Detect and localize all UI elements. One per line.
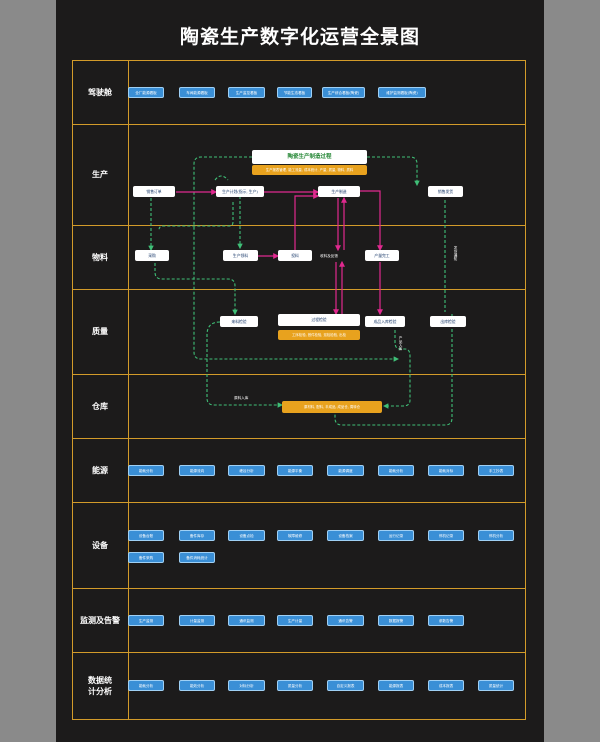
stats-item[interactable]: 自定义报表 (327, 680, 364, 691)
node-outgoing-inspection[interactable]: 出库检验 (430, 316, 466, 327)
section-frame (72, 60, 526, 720)
monitor-item[interactable]: 生产计量 (277, 615, 313, 626)
row-divider (72, 289, 526, 290)
row-label-warehouse: 仓库 (92, 401, 108, 411)
flow-connector (206, 321, 284, 408)
process-detail: 生产报表管理, 能工流量, 成本统计, 产量, 质量, 物料, 质料 (252, 165, 367, 175)
note-ship-notice: 发货通知 (454, 246, 458, 261)
equipment-item[interactable]: 故障维修 (277, 530, 313, 541)
cockpit-item[interactable]: 维护监测看板(陶瓷) (378, 87, 426, 98)
flow-connector (214, 175, 229, 181)
left-margin-bar (0, 0, 56, 742)
equipment-item[interactable]: 停机分析 (478, 530, 514, 541)
node-finished-output[interactable]: 产量完工 (365, 250, 399, 261)
energy-item[interactable]: 能耗对标 (428, 465, 464, 476)
note-raw-inbound: 原料入库 (234, 396, 249, 400)
page-title: 陶瓷生产数字化运营全景图 (179, 26, 420, 48)
equipment-item[interactable]: 运行记录 (378, 530, 414, 541)
monitor-item[interactable]: 生产监测 (128, 615, 164, 626)
row-label-statistics: 数据统计分析 (88, 676, 112, 696)
warehouse-operations[interactable]: 原材料, 配料, 半成品, 成品仓, 周转仓 (282, 401, 382, 413)
equipment-item[interactable]: 备件消耗统计 (179, 552, 215, 563)
monitor-item[interactable]: 数据报警 (378, 615, 414, 626)
cockpit-item[interactable]: 生产监控看板 (228, 87, 265, 98)
right-margin-bar (544, 0, 600, 742)
process-title: 陶瓷生产制造过程 (252, 150, 367, 164)
label-column-divider (128, 60, 129, 720)
monitor-item[interactable]: 参数告警 (428, 615, 464, 626)
stats-item[interactable]: 质量分析 (277, 680, 313, 691)
equipment-item[interactable]: 备件采购 (128, 552, 164, 563)
cockpit-item[interactable]: 全厂能源看板 (128, 87, 164, 98)
energy-item[interactable]: 能源流向 (179, 465, 215, 476)
node-purchase[interactable]: 采购 (135, 250, 169, 261)
flow-connector (158, 202, 234, 231)
row-label-quality: 质量 (92, 327, 108, 336)
stats-item[interactable]: 成本报表 (428, 680, 464, 691)
flow-connector (334, 314, 453, 426)
node-process-inspection[interactable]: 过程检验 (278, 314, 360, 326)
energy-item[interactable]: 能耗分析 (378, 465, 414, 476)
node-finished-inspection[interactable]: 成品入库检验 (365, 316, 405, 327)
flow-connector (367, 156, 420, 187)
monitor-item[interactable]: 计量监测 (179, 615, 215, 626)
cockpit-item[interactable]: 节能生态看板 (277, 87, 312, 98)
node-manufacturing[interactable]: 生产制造 (318, 186, 360, 197)
row-label-material: 物料 (92, 252, 108, 262)
row-divider (72, 502, 526, 503)
node-sales-shipment[interactable]: 销售发货 (428, 186, 463, 197)
energy-item[interactable]: 手工抄表 (478, 465, 514, 476)
equipment-item[interactable]: 停机记录 (428, 530, 464, 541)
row-divider (72, 652, 526, 653)
stats-item[interactable]: 能效分析 (179, 680, 215, 691)
equipment-item[interactable]: 设备档案 (327, 530, 364, 541)
cockpit-item[interactable]: 生产综合看板(陶瓷) (322, 87, 365, 98)
process-inspection-detail: 工序检验, 首件检验, 巡检检验, 出检 (278, 330, 360, 340)
stats-item[interactable]: 对标分析 (228, 680, 265, 691)
row-label-monitoring: 监测及告警 (80, 615, 120, 625)
monitor-item[interactable]: 通讯告警 (327, 615, 364, 626)
stats-item[interactable]: 能耗分析 (128, 680, 164, 691)
row-divider (72, 225, 526, 226)
node-incoming-inspection[interactable]: 来料检验 (220, 316, 258, 327)
equipment-item[interactable]: 备件库存 (179, 530, 215, 541)
node-material-issue[interactable]: 生产领料 (223, 250, 258, 261)
row-label-equipment: 设备 (92, 540, 108, 550)
row-label-production: 生产 (92, 170, 108, 179)
energy-item[interactable]: 能源平衡 (277, 465, 313, 476)
energy-item[interactable]: 峰谷分析 (228, 465, 265, 476)
energy-item[interactable]: 能耗分析 (128, 465, 164, 476)
note-receive-feedback: 收料及反馈 (320, 254, 338, 258)
node-sales-order[interactable]: 销售订单 (133, 186, 175, 197)
note-product-inbound: 产品入库 (399, 336, 403, 351)
node-production-plan[interactable]: 生产计划(指示, 生产) (216, 186, 264, 197)
cockpit-item[interactable]: 车间能源看板 (179, 87, 215, 98)
monitor-item[interactable]: 通讯监测 (228, 615, 265, 626)
row-label-energy: 能源 (92, 465, 108, 475)
row-divider (72, 588, 526, 589)
equipment-item[interactable]: 设备台账 (128, 530, 164, 541)
stats-item[interactable]: 质量统计 (478, 680, 514, 691)
flow-connector (154, 263, 238, 316)
node-feeding[interactable]: 投料 (278, 250, 312, 261)
flow-arrow (294, 193, 320, 250)
row-divider (72, 124, 526, 125)
flow-arrow (360, 190, 383, 252)
row-divider (72, 438, 526, 439)
row-label-cockpit: 驾驶舱 (88, 87, 112, 97)
equipment-item[interactable]: 设备点检 (228, 530, 265, 541)
stats-item[interactable]: 能源报表 (378, 680, 414, 691)
flow-connector (382, 330, 411, 409)
flow-connector (193, 156, 400, 362)
energy-item[interactable]: 能源调度 (327, 465, 364, 476)
row-divider (72, 374, 526, 375)
